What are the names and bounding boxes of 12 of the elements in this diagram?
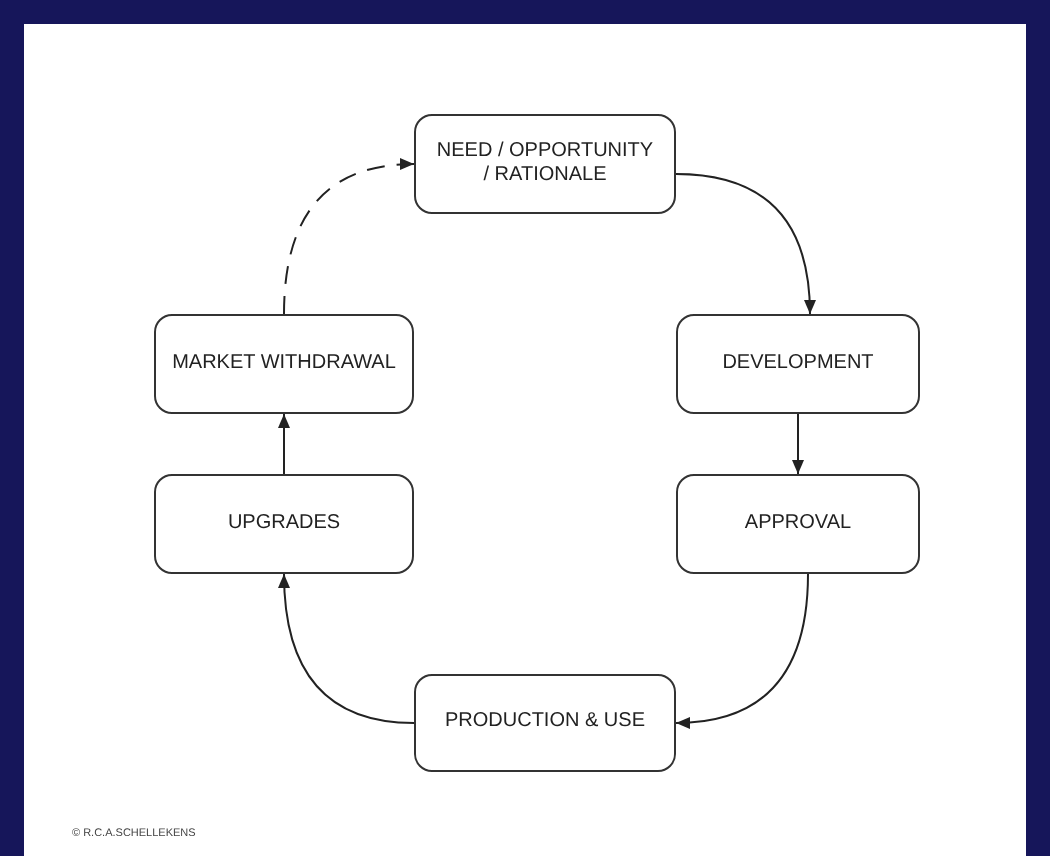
process-box: DEVELOPMENT [676, 314, 920, 414]
process-box: UPGRADES [154, 474, 414, 574]
process-box: NEED / OPPORTUNITY / RATIONALE [414, 114, 676, 214]
process-box: APPROVAL [676, 474, 920, 574]
arrow [675, 173, 816, 315]
arrow [283, 158, 415, 315]
arrow [792, 413, 804, 475]
process-box: MARKET WITHDRAWAL [154, 314, 414, 414]
arrow [675, 573, 809, 729]
arrow [278, 413, 290, 475]
process-box: PRODUCTION & USE [414, 674, 676, 772]
arrow [278, 573, 415, 724]
